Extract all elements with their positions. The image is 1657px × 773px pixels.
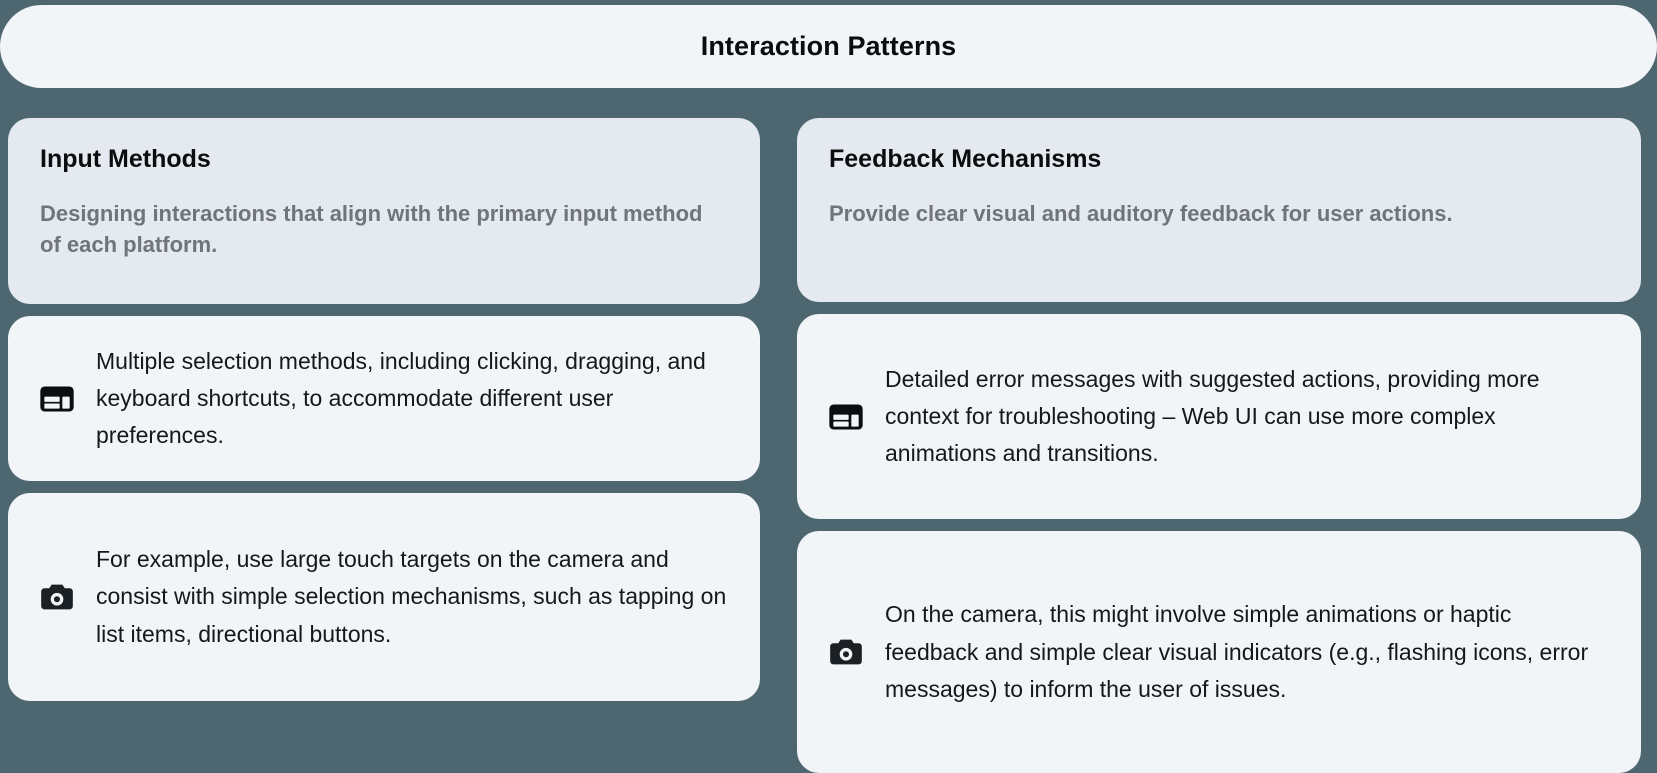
header-card-input-methods: Input Methods Designing interactions tha…	[8, 118, 760, 304]
header-card-feedback-mechanisms: Feedback Mechanisms Provide clear visual…	[797, 118, 1641, 302]
header-card-description: Designing interactions that align with t…	[40, 200, 703, 257]
header-card-description: Provide clear visual and auditory feedba…	[829, 200, 1453, 226]
header-card-title: Feedback Mechanisms	[829, 145, 1102, 173]
page-title: Interaction Patterns	[700, 31, 957, 61]
content-card[interactable]: Multiple selection methods, including cl…	[8, 316, 760, 481]
layout-dashboard-icon	[825, 396, 867, 438]
layout-dashboard-icon	[36, 378, 78, 420]
content-card-text: Detailed error messages with suggested a…	[885, 365, 1540, 467]
content-card[interactable]: For example, use large touch targets on …	[8, 493, 760, 701]
column-input-methods: Input Methods Designing interactions tha…	[8, 118, 760, 773]
header-card-title: Input Methods	[40, 145, 211, 173]
content-card-text: On the camera, this might involve simple…	[885, 601, 1589, 702]
columns-container: Input Methods Designing interactions tha…	[0, 118, 1657, 773]
column-feedback-mechanisms: Feedback Mechanisms Provide clear visual…	[797, 118, 1641, 773]
page-banner: Interaction Patterns	[0, 5, 1657, 88]
content-card-text: Multiple selection methods, including cl…	[96, 347, 706, 449]
content-card[interactable]: Detailed error messages with suggested a…	[797, 313, 1641, 520]
camera-icon	[36, 576, 78, 618]
camera-icon	[825, 631, 867, 673]
content-card-text: For example, use large touch targets on …	[96, 546, 727, 647]
content-card[interactable]: On the camera, this might involve simple…	[797, 531, 1641, 773]
